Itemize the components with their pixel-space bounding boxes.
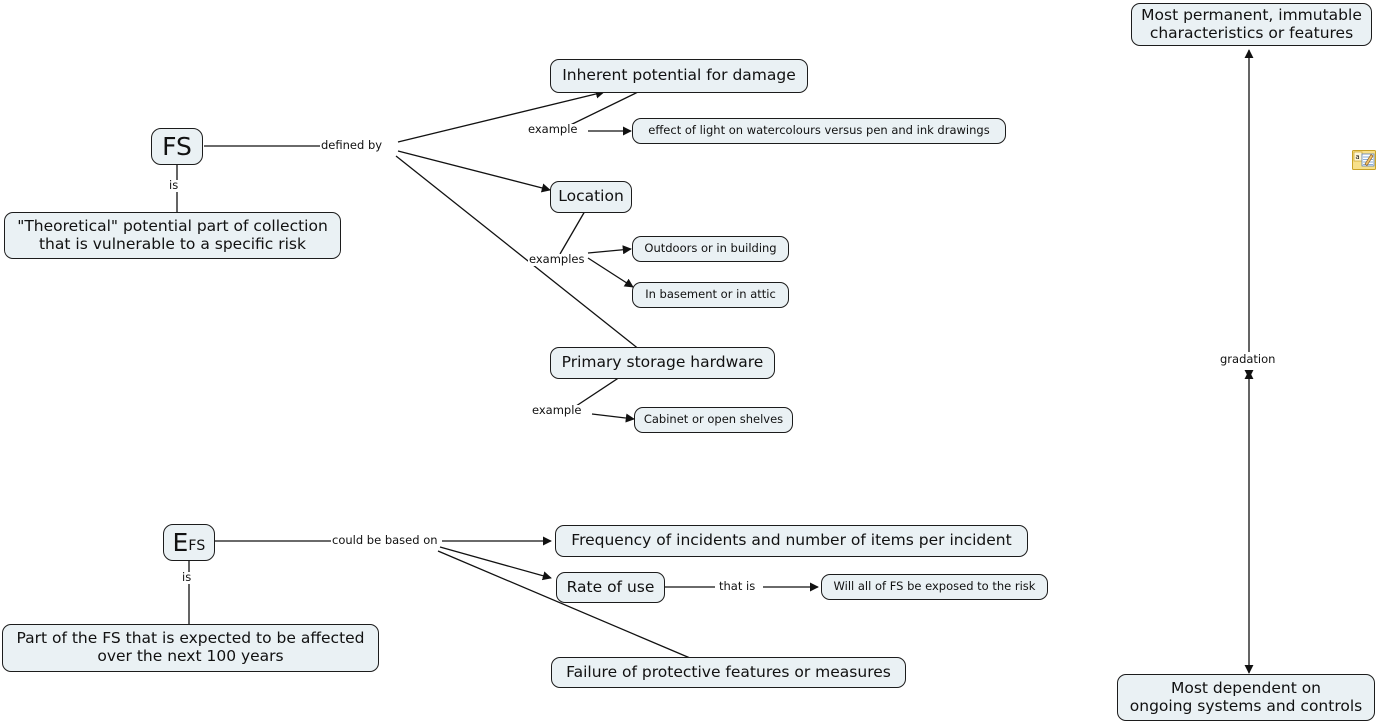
node-most-dependent[interactable]: Most dependent on ongoing systems and co… [1117,674,1375,721]
svg-text:a: a [1355,153,1359,161]
node-rate-of-use[interactable]: Rate of use [556,572,665,603]
node-failure-protective-label: Failure of protective features or measur… [566,662,891,681]
node-outdoors[interactable]: Outdoors or in building [632,236,789,262]
node-will-all-exposed-label: Will all of FS be exposed to the risk [833,579,1036,594]
edge-label-example-light: example [527,122,579,136]
node-outdoors-label: Outdoors or in building [644,241,777,256]
node-fs-definition[interactable]: "Theoretical" potential part of collecti… [4,212,341,259]
node-failure-protective[interactable]: Failure of protective features or measur… [551,657,906,688]
node-efs-base: E [172,528,189,557]
node-basement[interactable]: In basement or in attic [632,282,789,308]
node-inherent-potential-label: Inherent potential for damage [562,66,796,85]
node-will-all-exposed[interactable]: Will all of FS be exposed to the risk [821,574,1048,600]
node-cabinet[interactable]: Cabinet or open shelves [634,407,793,433]
node-inherent-potential[interactable]: Inherent potential for damage [550,59,808,93]
edge-label-could-be-based-on: could be based on [331,533,439,547]
node-most-dependent-label: Most dependent on ongoing systems and co… [1129,678,1363,715]
edge-label-fs-is: is [168,178,180,192]
node-light-example-label: effect of light on watercolours versus p… [648,123,990,138]
edge-to-location [397,150,551,193]
edge-to-rate-of-use [439,546,552,581]
edge-label-examples-location: examples [528,252,586,266]
edge-label-that-is-text: that is [719,579,756,593]
node-efs-definition[interactable]: Part of the FS that is expected to be af… [2,624,379,672]
edge-label-example-light-text: example [528,122,578,136]
node-primary-storage[interactable]: Primary storage hardware [550,347,775,379]
node-efs-definition-label: Part of the FS that is expected to be af… [16,629,365,665]
edge-label-example-cabinet-text: example [532,403,582,417]
edge-label-that-is: that is [718,579,757,593]
edge-label-efs-is-text: is [182,570,192,584]
node-frequency-label: Frequency of incidents and number of ite… [571,531,1012,550]
node-most-permanent-label: Most permanent, immutable characteristic… [1141,5,1362,42]
edge-label-defined-by-text: defined by [321,138,383,152]
edge-label-examples-location-text: examples [529,252,585,266]
node-basement-label: In basement or in attic [645,287,776,302]
node-light-example[interactable]: effect of light on watercolours versus p… [632,118,1006,144]
note-annotation-icon[interactable]: a [1352,150,1376,170]
node-cabinet-label: Cabinet or open shelves [643,412,784,427]
edge-examples-to-basement [587,257,634,288]
node-efs-subscript: FS [188,538,206,555]
edge-label-could-be-based-on-text: could be based on [332,533,438,547]
edge-location-to-examples-label [559,210,586,255]
node-fs[interactable]: FS [151,128,203,165]
node-primary-storage-label: Primary storage hardware [561,353,764,372]
edge-label-gradation: gradation [1219,352,1277,366]
edge-label-example-cabinet: example [531,403,583,417]
edge-label-defined-by: defined by [320,138,384,152]
edge-examples-to-outdoors [587,245,632,255]
node-location[interactable]: Location [550,181,632,213]
edge-label-gradation-text: gradation [1220,352,1276,366]
edge-label-fs-is-text: is [169,178,179,192]
node-fs-definition-label: "Theoretical" potential part of collecti… [17,216,328,253]
node-rate-of-use-label: Rate of use [566,577,655,596]
node-frequency[interactable]: Frequency of incidents and number of ite… [555,525,1028,557]
edge-to-failure [437,550,691,659]
node-location-label: Location [558,187,624,206]
node-most-permanent[interactable]: Most permanent, immutable characteristic… [1131,3,1372,46]
node-fs-label: FS [162,132,192,161]
edge-example-to-cabinet [591,413,635,423]
edge-label-efs-is: is [181,570,193,584]
